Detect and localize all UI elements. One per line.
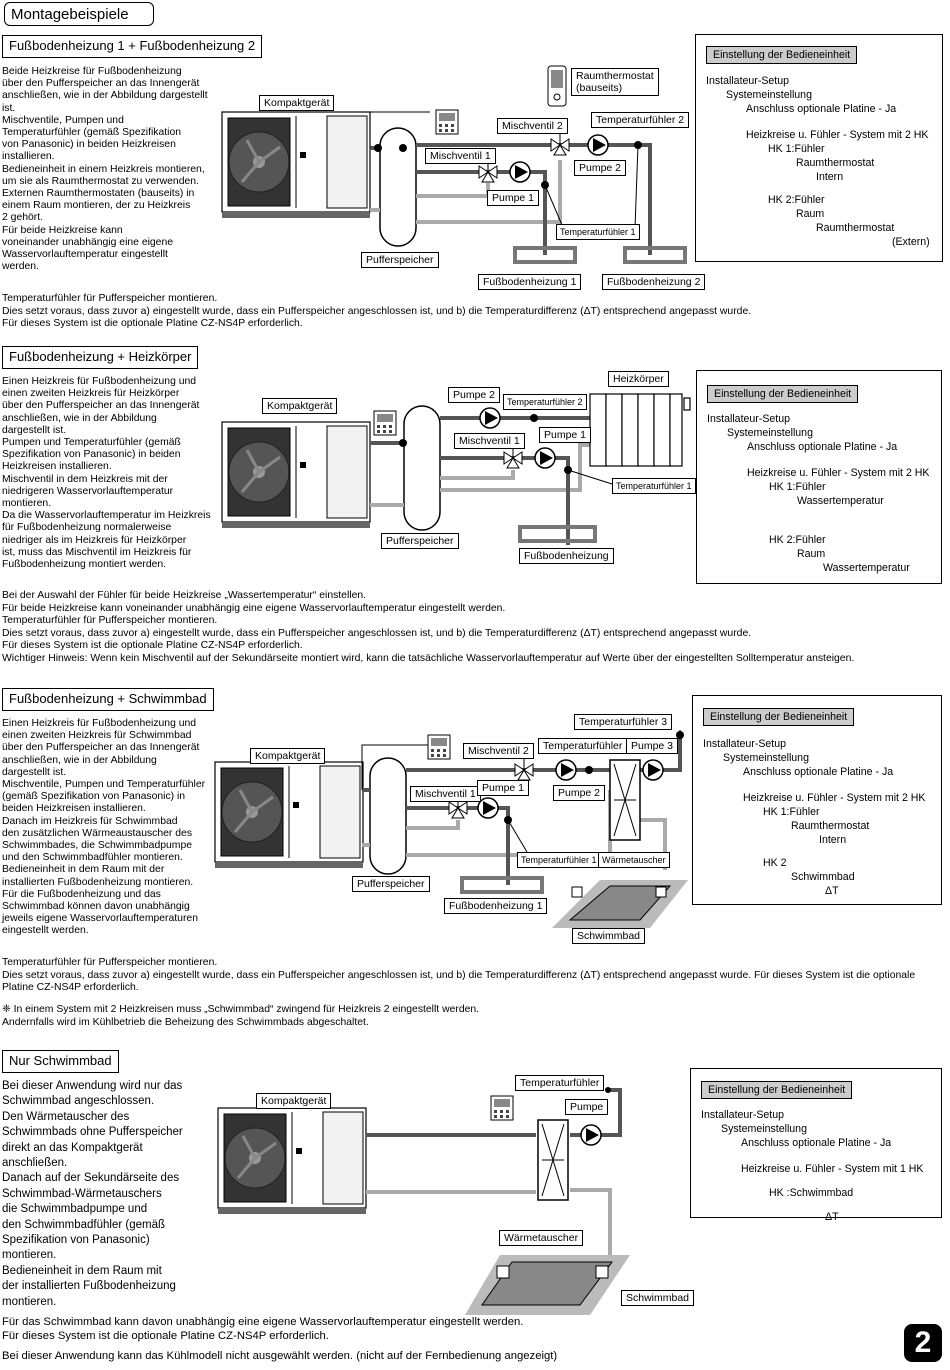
label-raumthermostat: Raumthermostat(bauseits): [571, 68, 659, 96]
label-mischventil-1: Mischventil 1: [454, 433, 525, 449]
label-pufferspeicher: Pufferspeicher: [381, 533, 459, 549]
label-schwimmbad: Schwimmbad: [572, 928, 646, 944]
section3-notes: Temperaturfühler für Pufferspeicher mont…: [2, 957, 916, 994]
label-temperaturfuehler-2: Temperaturfühler 2: [503, 394, 587, 410]
label-pumpe: Pumpe: [565, 1099, 609, 1115]
page-number: 2: [904, 1324, 942, 1362]
section4-notes: Für das Schwimmbad kann davon unabhängig…: [2, 1316, 558, 1362]
settings-box-section4: Einstellung der Bedieneinheit Installate…: [690, 1068, 942, 1223]
label-kompaktgeraet: Kompaktgerät: [250, 748, 326, 764]
label-temperaturfuehler-2: Temperaturfühler 2: [591, 112, 690, 128]
section-title-nur-schwimmbad: Nur Schwimmbad: [2, 1050, 119, 1073]
settings-box-section1: Einstellung der Bedieneinheit Installate…: [695, 34, 943, 262]
section2-notes: Bei der Auswahl der Fühler für beide Hei…: [2, 590, 855, 664]
label-mischventil-1: Mischventil 1: [425, 148, 496, 164]
label-temperaturfuehler-2: Temperaturfühler 2: [538, 738, 637, 754]
label-mischventil-1: Mischventil 1: [410, 786, 481, 802]
label-fussbodenheizung-2: Fußbodenheizung 2: [602, 274, 706, 290]
section-title-fbh-schwimmbad: Fußbodenheizung + Schwimmbad: [2, 688, 214, 711]
label-pumpe-1: Pumpe 1: [539, 427, 592, 443]
label-pumpe-2: Pumpe 2: [553, 785, 606, 801]
label-mischventil-2: Mischventil 2: [497, 118, 568, 134]
label-pufferspeicher: Pufferspeicher: [352, 876, 430, 892]
label-temperaturfuehler: Temperaturfühler: [515, 1075, 605, 1091]
section-title-fbh1-fbh2: Fußbodenheizung 1 + Fußbodenheizung 2: [2, 35, 263, 58]
section3-footnote: ❈ In einem System mit 2 Heizkreisen muss…: [2, 1004, 480, 1028]
label-kompaktgeraet: Kompaktgerät: [256, 1093, 332, 1109]
label-fussbodenheizung-1: Fußbodenheizung 1: [444, 898, 548, 914]
label-temperaturfuehler-3: Temperaturfühler 3: [574, 714, 673, 730]
settings-box-section2: Einstellung der Bedieneinheit Installate…: [696, 370, 942, 584]
label-pufferspeicher: Pufferspeicher: [361, 252, 439, 268]
diagram-nur-schwimmbad: [216, 1087, 630, 1315]
label-pumpe-2: Pumpe 2: [574, 160, 627, 176]
label-kompaktgeraet: Kompaktgerät: [262, 398, 338, 414]
label-temperaturfuehler-1: Temperaturfühler 1: [556, 224, 640, 240]
section-title-fbh-heizkoerper: Fußbodenheizung + Heizkörper: [2, 346, 199, 369]
label-pumpe-1: Pumpe 1: [477, 780, 530, 796]
page-title: Montagebeispiele: [4, 2, 154, 26]
label-waermetauscher: Wärmetauscher: [598, 852, 670, 868]
label-pumpe-2: Pumpe 2: [448, 387, 501, 403]
label-schwimmbad: Schwimmbad: [621, 1290, 695, 1306]
label-mischventil-2: Mischventil 2: [463, 743, 534, 759]
label-pumpe-1: Pumpe 1: [487, 190, 540, 206]
section1-notes: Temperaturfühler für Pufferspeicher mont…: [2, 293, 752, 330]
label-kompaktgeraet: Kompaktgerät: [259, 95, 335, 111]
settings-header: Einstellung der Bedieneinheit: [707, 385, 859, 403]
settings-header: Einstellung der Bedieneinheit: [706, 46, 858, 64]
settings-header: Einstellung der Bedieneinheit: [703, 708, 855, 726]
settings-box-section3: Einstellung der Bedieneinheit Installate…: [692, 695, 942, 905]
settings-header: Einstellung der Bedieneinheit: [701, 1081, 853, 1099]
diagram-fbh1-fbh2: [220, 65, 687, 264]
label-fussbodenheizung: Fußbodenheizung: [519, 548, 614, 564]
label-waermetauscher: Wärmetauscher: [499, 1230, 584, 1246]
label-fussbodenheizung-1: Fußbodenheizung 1: [478, 274, 582, 290]
label-temperaturfuehler-1: Temperaturfühler 1: [612, 478, 696, 494]
label-pumpe-3: Pumpe 3: [626, 738, 679, 754]
label-heizkoerper: Heizkörper: [608, 371, 669, 387]
